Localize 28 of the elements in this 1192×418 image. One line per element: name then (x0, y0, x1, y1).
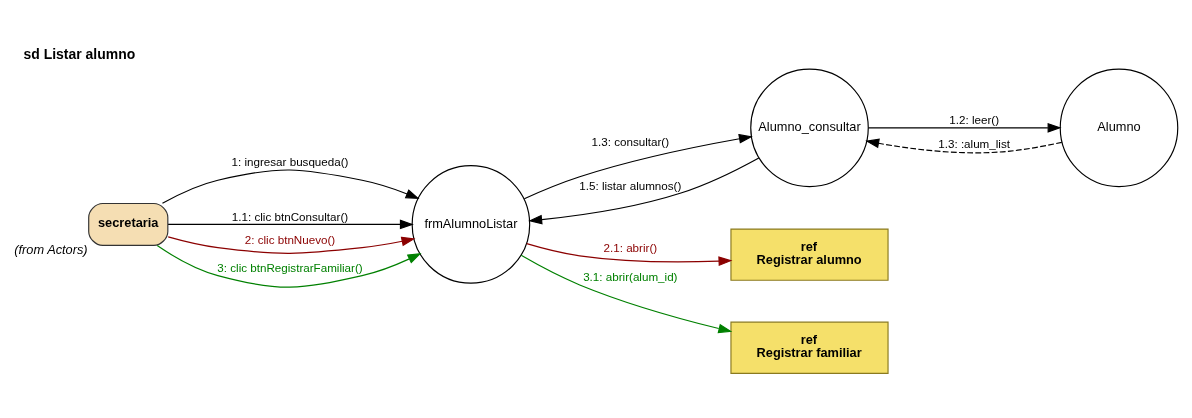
arrow (167, 236, 416, 254)
edge-label: 2.1: abrir() (603, 241, 658, 255)
edge-label: 1.5: listar alumnos() (579, 178, 682, 192)
node-circle: frmAlumnoListar (411, 165, 531, 284)
node-box: secretaria (88, 202, 169, 246)
diagram-title: sd Listar alumno (23, 46, 136, 63)
edge-label: 1: ingresar busqueda() (231, 155, 349, 169)
edge-label: 1.1: clic btnConsultar() (231, 209, 349, 223)
arrow (520, 254, 733, 334)
node-circle: Alumno_consultar (750, 68, 869, 188)
arrow (161, 169, 420, 204)
arrow (526, 243, 733, 267)
arrow (156, 245, 422, 288)
edge-label: 3: clic btnRegistrarFamiliar() (217, 261, 363, 275)
arrow (523, 134, 753, 200)
edge-label: 2: clic btnNuevo() (244, 233, 336, 247)
node-label: (from Actors) (14, 242, 88, 258)
edge-label: 1.2: leer() (949, 113, 1000, 127)
arrow (167, 219, 414, 230)
node-circle: Alumno (1059, 68, 1179, 188)
edge-label: 1.3: consultar() (591, 135, 670, 149)
arrow (867, 122, 1062, 133)
arrow (528, 157, 760, 225)
edge-label: 1.3: :alum_list (938, 136, 1011, 150)
edge-label: 3.1: abrir(alum_id) (583, 270, 678, 284)
node-box: ref Registrar alumno (730, 228, 889, 281)
node-box: ref Registrar familiar (730, 321, 889, 374)
arrow (865, 138, 1063, 154)
